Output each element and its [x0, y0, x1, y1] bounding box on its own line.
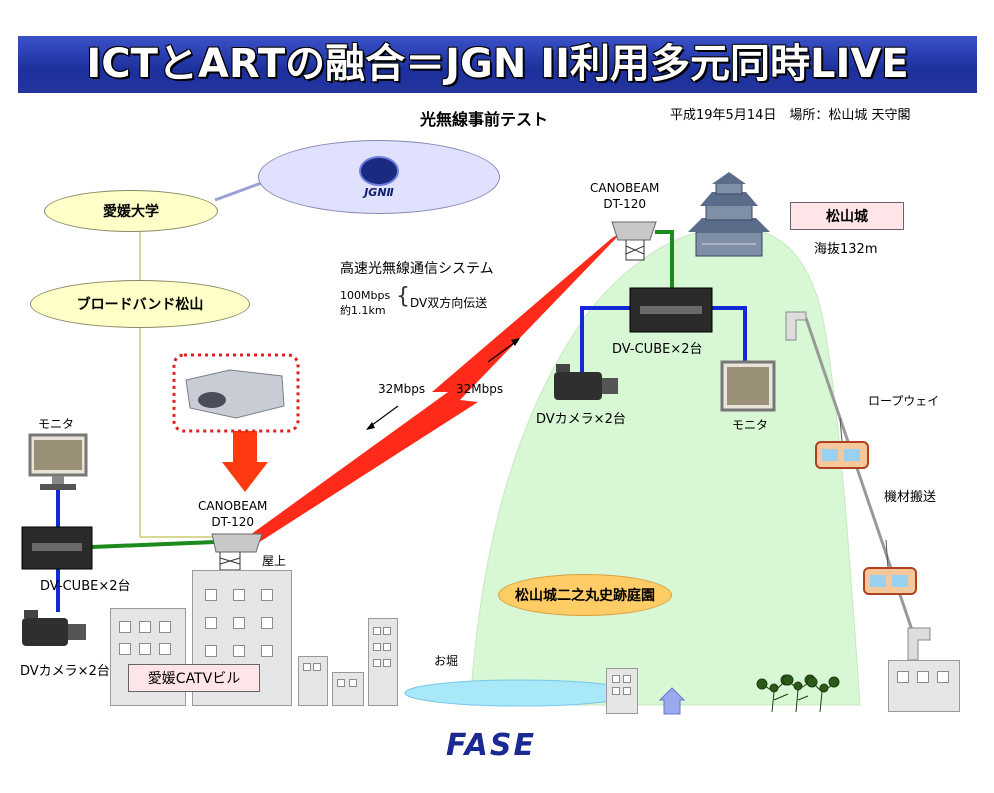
canobeam-right-body — [611, 221, 657, 241]
rate-up-label: 32Mbps — [456, 382, 504, 396]
ninomaru-label: 松山城二之丸史跡庭園 — [515, 588, 655, 604]
red-arrow-shaft — [233, 430, 257, 462]
link-spec-values: 100Mbps 約1.1km — [340, 288, 390, 318]
link-spec-desc: DV双方向伝送 — [410, 296, 488, 310]
green-link-left — [91, 540, 216, 549]
link-spec-speed: 100Mbps — [340, 289, 391, 302]
link-spec-dist: 約1.1km — [340, 304, 386, 317]
camera-right-drawing — [554, 364, 618, 400]
date-place: 平成19年5月14日 場所：松山城 天守閣 — [670, 108, 911, 123]
subtitle: 光無線事前テスト — [420, 110, 549, 129]
jgn-logo-icon — [359, 155, 399, 186]
broadband-label: ブロードバンド松山 — [76, 297, 204, 313]
castle-drawing — [688, 172, 770, 257]
arrow-up-line — [487, 339, 519, 363]
transport-label: 機材搬送 — [884, 490, 937, 505]
canobeam-left-line2: DT-120 — [211, 515, 255, 529]
ropeway-station-building — [888, 660, 960, 712]
building-tower — [368, 618, 398, 706]
laser-beam — [250, 232, 622, 543]
ehime-univ-ellipse: 愛媛大学 — [44, 190, 218, 232]
catv-label-box: 愛媛CATVビル — [128, 664, 260, 692]
dvcube-right-label: DV-CUBE×2台 — [612, 342, 703, 357]
trees-icon — [756, 674, 840, 713]
canobeam-right-label: CANOBEAM DT-120 — [590, 180, 659, 212]
building-near-moat — [606, 668, 638, 714]
page-title: ICTとARTの融合＝JGN II利用多元同時LIVE — [86, 41, 909, 87]
arrow-down-head — [366, 422, 375, 430]
castle-label-box: 松山城 — [790, 202, 904, 230]
jgn-logo-text: JGNⅡ — [364, 185, 394, 199]
red-arrow-head — [222, 462, 268, 492]
building-tiny-1 — [298, 656, 328, 706]
green-link-right — [655, 230, 674, 288]
canobeam-right-line2: DT-120 — [603, 197, 647, 211]
ehime-univ-label: 愛媛大学 — [103, 204, 159, 220]
house-icon — [658, 687, 686, 715]
ninomaru-ellipse: 松山城二之丸史跡庭園 — [498, 574, 672, 616]
link-system-label: 高速光無線通信システム — [340, 261, 494, 277]
moat-water — [404, 679, 636, 707]
broadband-ellipse: ブロードバンド松山 — [30, 280, 250, 328]
fase-logo: FASE — [446, 728, 536, 763]
camera-left-label: DVカメラ×2台 — [20, 664, 110, 679]
castle-label: 松山城 — [826, 209, 868, 225]
altitude-label: 海抜132m — [814, 242, 878, 257]
monitor-right-label: モニタ — [732, 418, 769, 432]
canobeam-right-stand — [625, 240, 645, 261]
jgn-network-ellipse: JGNⅡ — [258, 140, 500, 214]
camera-left-drawing — [22, 610, 86, 646]
title-banner: ICTとARTの融合＝JGN II利用多元同時LIVE — [18, 36, 977, 93]
canobeam-left-line1: CANOBEAM — [198, 499, 268, 513]
canobeam-left-body — [211, 533, 263, 553]
rooftop-label: 屋上 — [262, 554, 287, 568]
monitor-left-label: モニタ — [38, 417, 75, 431]
canobeam-left-label: CANOBEAM DT-120 — [198, 498, 267, 530]
ropeway-top-station — [785, 311, 807, 341]
ropeway-bottom-pole — [907, 627, 931, 661]
gondola-1 — [815, 417, 869, 469]
gondola-2 — [863, 539, 917, 595]
dvcube-left-label: DV-CUBE×2台 — [40, 579, 131, 594]
canobeam-right-line1: CANOBEAM — [590, 181, 660, 195]
canobeam-lens — [198, 392, 226, 408]
moat-label: お堀 — [434, 654, 459, 668]
camera-right-label: DVカメラ×2台 — [536, 412, 626, 427]
canobeam-left-stand — [219, 552, 241, 571]
building-tiny-2 — [332, 672, 364, 706]
ropeway-label: ロープウェイ — [868, 394, 940, 408]
link-spec-brace: { — [396, 284, 410, 309]
blue-link-right-a — [580, 306, 630, 372]
arrow-up-head — [511, 338, 520, 346]
catv-label: 愛媛CATVビル — [147, 671, 241, 687]
blue-link-right-b — [712, 306, 747, 362]
rate-down-label: 32Mbps — [378, 382, 426, 396]
